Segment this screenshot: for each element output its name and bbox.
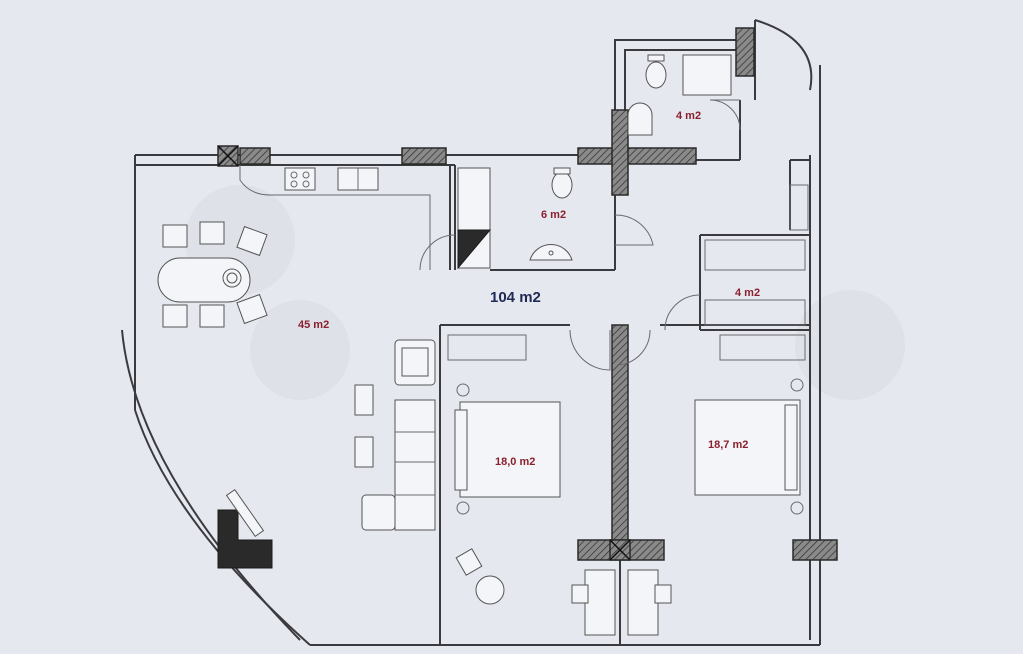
- room-label-wardrobe: 4 m2: [735, 287, 760, 299]
- wardrobe-shelves: [447, 184, 809, 361]
- room-label-bedroom-1: 18,0 m2: [495, 456, 535, 468]
- bath-fixtures: [457, 54, 732, 270]
- doors: [419, 99, 741, 371]
- room-label-bath: 6 m2: [541, 209, 566, 221]
- dining-set: [157, 221, 268, 328]
- room-labels: 45 m2 4 m2 6 m2 4 m2 18,0 m2 18,7 m2 104…: [298, 110, 760, 468]
- columns: [217, 27, 838, 569]
- kitchen: [239, 165, 431, 270]
- room-label-bath-small: 4 m2: [676, 110, 701, 122]
- beds: [454, 378, 804, 515]
- total-area-label: 104 m2: [490, 289, 541, 306]
- room-label-bedroom-2: 18,7 m2: [708, 439, 748, 451]
- desks: [455, 548, 672, 636]
- living-furniture: [225, 339, 436, 538]
- room-label-living: 45 m2: [298, 319, 329, 331]
